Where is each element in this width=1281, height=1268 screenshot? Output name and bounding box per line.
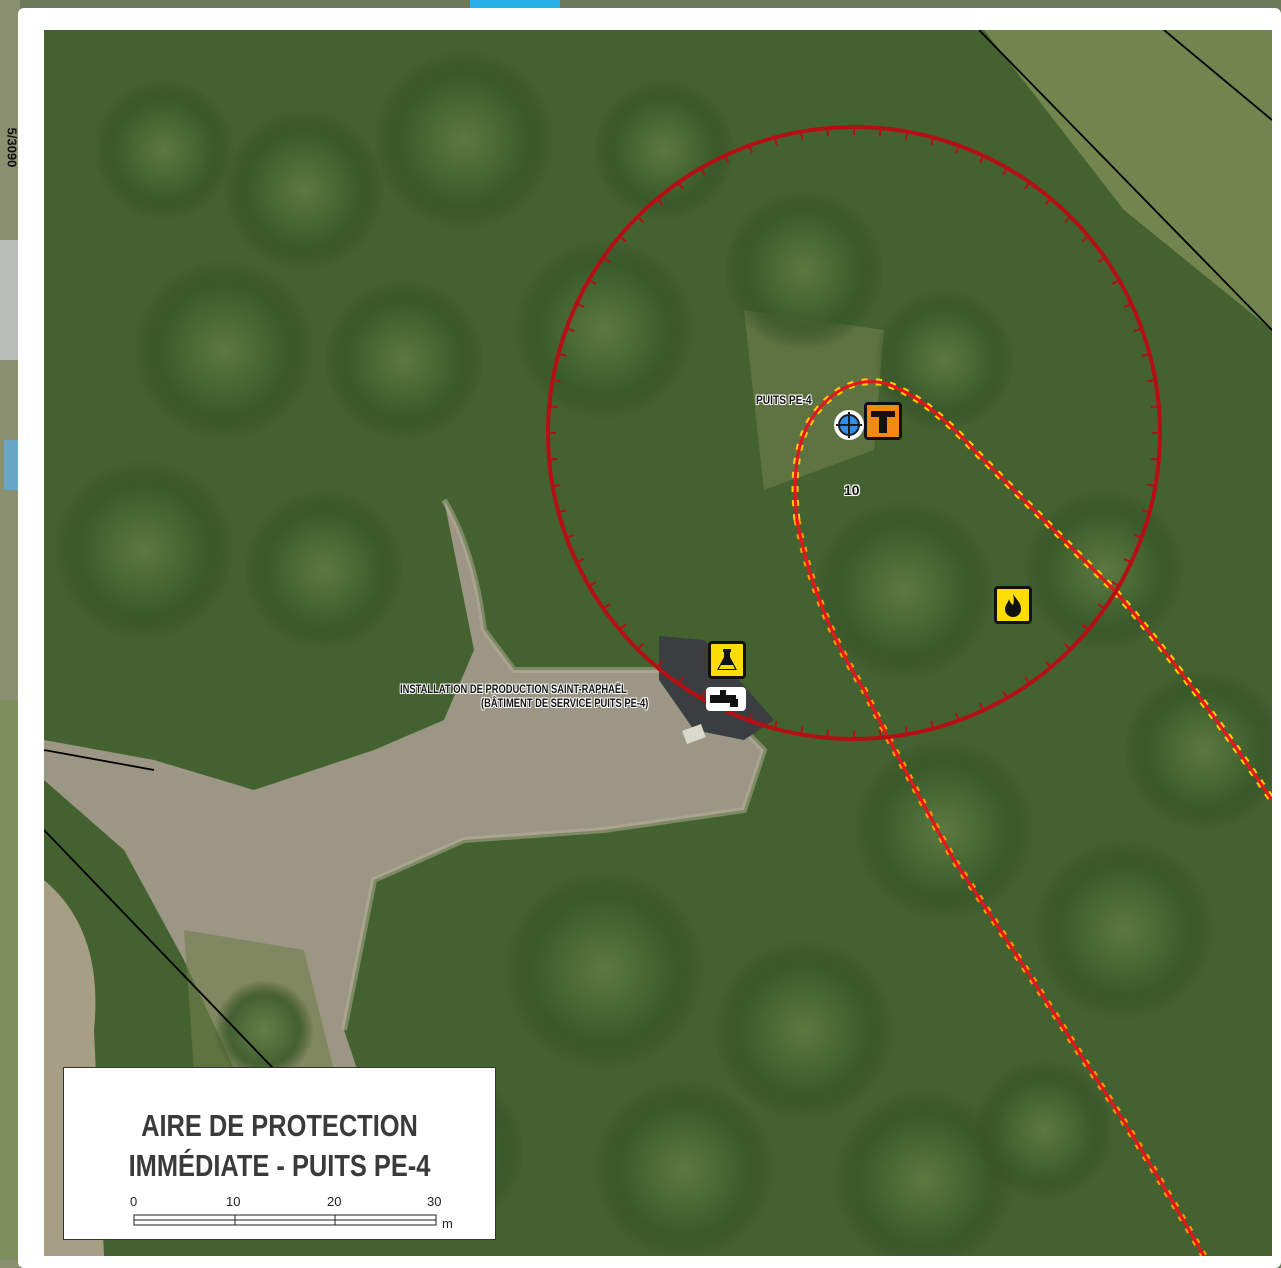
circle-tick [1081,235,1090,243]
circle-tick [1097,256,1106,263]
circle-tick [799,131,804,140]
circle-tick [878,729,882,738]
circle-tick [904,131,909,140]
circle-tick [773,720,778,729]
circle-tick [636,643,644,651]
circle-tick [552,483,561,488]
scale-tick-10: 10 [226,1194,241,1209]
circle-tick [723,155,729,164]
crosshair-icon[interactable] [834,410,864,440]
faucet-icon[interactable] [706,687,746,711]
circle-tick [1141,352,1150,357]
circle-tick [1097,603,1106,610]
circle-tick [748,145,754,154]
circle-tick [1111,581,1120,587]
flask-icon[interactable] [708,641,746,679]
circle-tick [979,702,985,711]
circle-tick [549,405,558,409]
circle-tick [930,137,935,146]
scale-tick-20: 20 [327,1194,342,1209]
circle-tick [700,690,706,699]
circle-tick [636,215,644,223]
map-title-box: AIRE DE PROTECTION IMMÉDIATE - PUITS PE-… [63,1067,496,1240]
circle-tick [1044,660,1052,669]
scale-bar [133,1214,437,1226]
scale-tick-0: 0 [130,1194,138,1209]
circle-tick [878,128,882,137]
circle-tick [656,197,664,206]
circle-tick [748,712,754,721]
circle-tick [677,676,684,685]
circle-tick [618,623,627,631]
circle-tick [1133,533,1142,539]
map-title-line2: IMMÉDIATE - PUITS PE-4 [128,1148,431,1183]
circle-tick [773,137,778,146]
circle-tick [1002,690,1008,699]
facility-label-line2: (BÂTIMENT DE SERVICE PUITS PE-4) [481,696,649,710]
well-label: PUITS PE-4 [756,393,812,407]
scale-unit: m [442,1216,453,1231]
circle-tick [602,256,611,263]
circle-tick [566,533,575,539]
circle-tick [566,327,575,333]
circle-tick [1150,405,1159,409]
circle-tick [588,581,597,587]
circle-tick [1147,483,1156,488]
tank-icon[interactable] [864,402,902,440]
circle-tick [618,235,627,243]
circle-tick [1111,279,1120,285]
facility-label-line1: INSTALLATION DE PRODUCTION SAINT-RAPHAËL [400,682,627,696]
circle-tick [826,729,830,738]
circle-tick [979,155,985,164]
circle-tick [1141,509,1150,514]
circle-tick [1002,167,1008,176]
circle-tick [1024,181,1031,190]
circle-tick [549,457,558,461]
circle-tick [588,279,597,285]
circle-tick [826,128,830,137]
parcel-number-label: 5/3090 [4,127,20,168]
circle-tick [558,352,567,357]
circle-tick [954,145,960,154]
circle-tick [576,558,585,564]
scale-tick-30: 30 [427,1194,442,1209]
circle-tick [799,726,804,735]
circle-tick [677,181,684,190]
circle-tick [1123,558,1132,564]
circle-tick [1123,302,1132,308]
circle-tick [1024,676,1031,685]
circle-tick [1064,643,1072,651]
circle-tick [1044,197,1052,206]
protection-area-circle [546,125,1162,741]
circle-tick [930,720,935,729]
circle-tick [558,509,567,514]
circle-tick [576,302,585,308]
circle-tick [954,712,960,721]
circle-tick [552,378,561,383]
circle-tick [1133,327,1142,333]
map-title-line1: AIRE DE PROTECTION [141,1108,418,1143]
circle-tick [1147,378,1156,383]
circle-tick [602,603,611,610]
aerial-map[interactable]: PUITS PE-4 10 [44,30,1272,1256]
circle-radius-label: 10 [844,482,860,498]
circle-tick [1150,457,1159,461]
circle-tick [656,660,664,669]
circle-tick [1064,215,1072,223]
circle-tick [700,167,706,176]
circle-tick [1081,623,1090,631]
flame-icon[interactable] [994,586,1032,624]
circle-tick [904,726,909,735]
